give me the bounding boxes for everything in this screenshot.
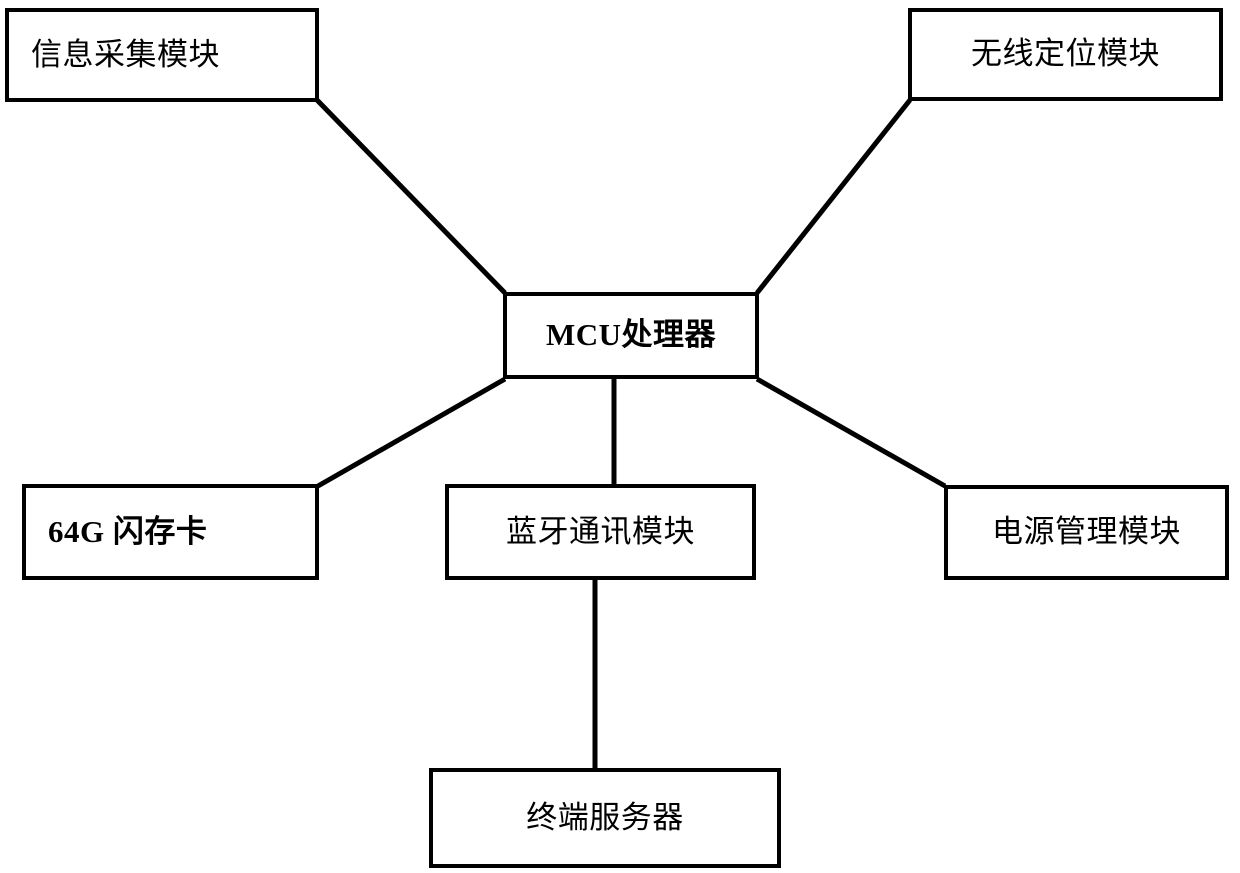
node-info-collect-label: 信息采集模块 xyxy=(31,36,220,72)
node-info-collect[interactable]: 信息采集模块 xyxy=(5,8,319,102)
node-mcu[interactable]: MCU处理器 xyxy=(503,292,759,379)
node-flash-card-label: 64G 闪存卡 xyxy=(48,513,208,549)
node-flash-card[interactable]: 64G 闪存卡 xyxy=(22,484,319,580)
node-mcu-label: MCU处理器 xyxy=(545,317,717,353)
node-terminal-server-label: 终端服务器 xyxy=(526,799,684,835)
connector-flash-card-to-mcu xyxy=(316,376,507,489)
node-wireless-loc[interactable]: 无线定位模块 xyxy=(908,8,1223,101)
node-wireless-loc-label: 无线定位模块 xyxy=(971,36,1160,72)
node-power-mgmt[interactable]: 电源管理模块 xyxy=(944,485,1229,580)
node-power-mgmt-label: 电源管理模块 xyxy=(992,514,1181,550)
node-bluetooth[interactable]: 蓝牙通讯模块 xyxy=(445,484,756,580)
connector-wireless-loc-to-mcu xyxy=(755,98,912,295)
connector-power-mgmt-to-mcu xyxy=(755,376,947,489)
connector-info-collect-to-mcu xyxy=(315,98,507,295)
node-terminal-server[interactable]: 终端服务器 xyxy=(429,768,781,868)
node-bluetooth-label: 蓝牙通讯模块 xyxy=(506,513,695,549)
